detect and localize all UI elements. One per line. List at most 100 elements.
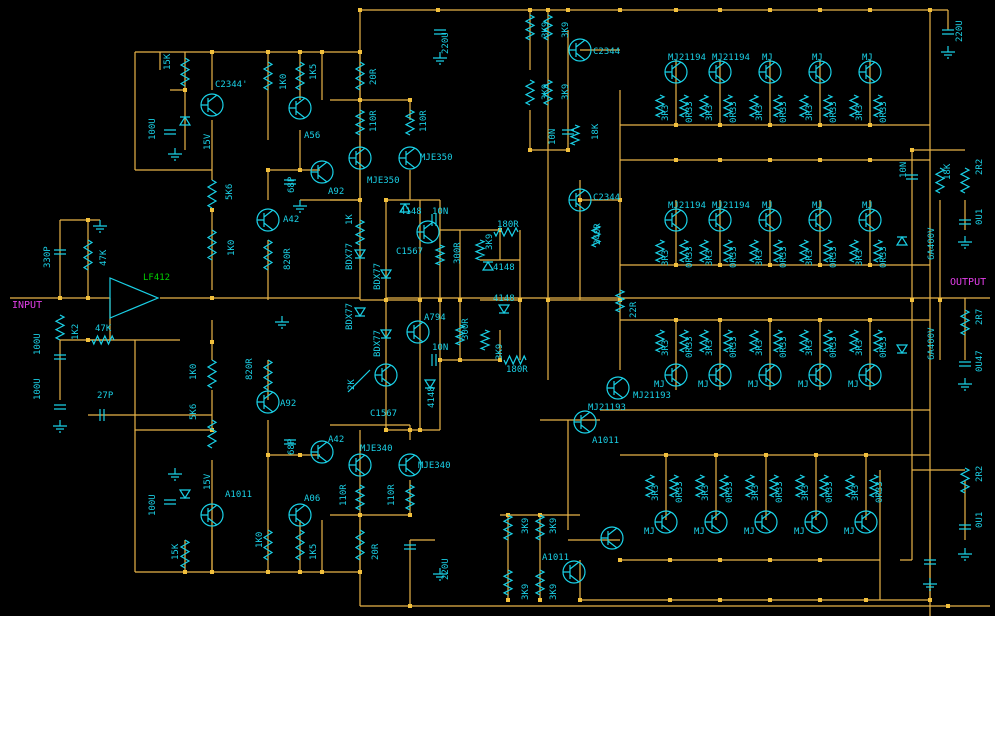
- prot-r3k9-a-label: 3K9: [485, 234, 495, 250]
- bias-d2-label: BDX77: [373, 263, 383, 290]
- resistor-symbol: [179, 539, 191, 569]
- resistor-symbol: [798, 94, 810, 118]
- capacitor-symbol: [959, 361, 971, 367]
- right-top-cap-label: 220U: [955, 20, 965, 42]
- resistor-symbol: [91, 334, 115, 346]
- resistor-symbol: [668, 474, 680, 498]
- drv-u-r3k9-2-label: 3K9: [561, 22, 571, 38]
- transistor-leads: [601, 527, 618, 549]
- emitter-resistor-label: 3R3: [851, 485, 861, 501]
- upper-c100u-label: 100U: [148, 118, 158, 140]
- resistor-symbol: [354, 529, 366, 561]
- transistor-leads: [349, 147, 366, 169]
- vas-r820-bot-label: 820R: [245, 358, 255, 380]
- vas-r1k5-u-label: 1K5: [309, 64, 319, 80]
- resistor-symbol: [722, 94, 734, 118]
- transistor-leads: [859, 61, 876, 83]
- resistor-symbol: [872, 329, 884, 353]
- drv-u-r18k-label: 18K: [591, 123, 601, 140]
- diode-symbol: [353, 307, 367, 318]
- diode-symbol: [178, 115, 192, 126]
- capacitor-symbol: [99, 409, 105, 421]
- upper-zener-label: 15V: [203, 133, 213, 150]
- vas-r1k0-u-label: 1K0: [279, 74, 289, 90]
- vas-r1k5-l-label: 1K5: [309, 544, 319, 560]
- resistor-symbol: [694, 474, 706, 498]
- output-transistor-label: MJ: [794, 527, 805, 537]
- transistor-leads: [563, 561, 580, 583]
- emitter-resistor-label: 3R3: [801, 485, 811, 501]
- diode-symbol: [353, 249, 367, 260]
- resistor-symbol: [590, 224, 602, 248]
- transistor-leads: [809, 61, 826, 83]
- resistor-symbol: [503, 354, 527, 366]
- bias-q-label: C1567: [370, 409, 397, 419]
- resistor-symbol: [678, 94, 690, 118]
- capacitor-symbol: [959, 524, 971, 530]
- output-transistor-label: MJ21194: [668, 53, 706, 63]
- resistor-symbol: [179, 57, 191, 87]
- emitter-resistor-label: 3R3: [751, 485, 761, 501]
- vas-r1k0-bot-label: 1K0: [189, 364, 199, 380]
- resistor-symbol: [654, 94, 666, 118]
- resistor-symbol: [404, 484, 416, 511]
- emitter-resistor-label: 3R3: [661, 340, 671, 356]
- drv-u-q-c2344-a-label: C2344: [593, 47, 620, 57]
- resistor-symbol: [294, 61, 306, 91]
- resistor-symbol: [872, 239, 884, 263]
- ground-symbol: [958, 548, 972, 561]
- prot-r180r-b-label: 180R: [506, 365, 528, 375]
- resistor-symbol: [542, 79, 554, 106]
- resistor-symbol: [678, 329, 690, 353]
- transistor-leads: [607, 377, 624, 399]
- resistor-symbol: [262, 61, 274, 91]
- resistor-symbol: [54, 314, 66, 341]
- vas-q-a42-l-label: A42: [328, 435, 344, 445]
- base-resistor-label: 0R33: [779, 246, 789, 268]
- base-resistor-label: 0R33: [829, 336, 839, 358]
- out-r2r2-top-label: 2R2: [975, 159, 985, 175]
- vas-q-mje350a-label: MJE350: [367, 176, 400, 186]
- transistor-leads: [809, 209, 826, 231]
- emitter-resistor-label: 3R3: [755, 105, 765, 121]
- opamp-label: LF412: [143, 273, 170, 283]
- prot-r300r-a-label: 300R: [453, 242, 463, 264]
- base-resistor-label: 0R33: [685, 101, 695, 123]
- transistor-leads: [859, 209, 876, 231]
- upper-r15k-label: 15K: [163, 53, 173, 70]
- base-resistor-label: 0R33: [725, 481, 735, 503]
- transistor-leads: [257, 209, 274, 231]
- transistor-leads: [574, 411, 591, 433]
- base-resistor-label: 0R33: [879, 336, 889, 358]
- out-d-bot-label: 6A400V: [927, 327, 937, 360]
- resistor-symbol: [772, 94, 784, 118]
- r-in-label: 1K2: [71, 324, 81, 340]
- prot-c10n-b-label: 10N: [432, 343, 448, 353]
- transistor-leads: [289, 504, 306, 526]
- ground-symbol: [275, 316, 289, 329]
- resistor-symbol: [493, 226, 519, 238]
- component-symbols: [53, 14, 972, 596]
- drv-l-q-mj21193-b-label: MJ21193: [588, 403, 626, 413]
- resistor-symbol: [534, 569, 546, 596]
- base-resistor-label: 0R33: [879, 101, 889, 123]
- resistor-symbol: [354, 109, 366, 136]
- resistor-symbol: [744, 474, 756, 498]
- output-transistor-label: MJ: [748, 380, 759, 390]
- ground-symbol: [923, 578, 937, 591]
- vas-r5k6-bot-label: 5K6: [189, 404, 199, 420]
- prot-q-c1567-label: C1567: [396, 247, 423, 257]
- resistor-symbol: [848, 329, 860, 353]
- resistor-symbol: [434, 244, 446, 266]
- capacitor-symbol: [164, 129, 176, 135]
- resistor-symbol: [794, 474, 806, 498]
- output-transistor-label: MJ: [812, 53, 823, 63]
- vas-r5k6-top-label: 5K6: [225, 184, 235, 200]
- base-resistor-label: 0R33: [729, 336, 739, 358]
- drv-u-r3k9-4-label: 3K9: [561, 84, 571, 100]
- transistor-leads: [855, 511, 872, 533]
- output-transistor-label: MJ: [762, 53, 773, 63]
- vas-r1k0-top-label: 1K0: [227, 240, 237, 256]
- drv-u-r240r-label: 240R: [593, 223, 603, 245]
- emitter-resistor-label: 3R3: [755, 250, 765, 266]
